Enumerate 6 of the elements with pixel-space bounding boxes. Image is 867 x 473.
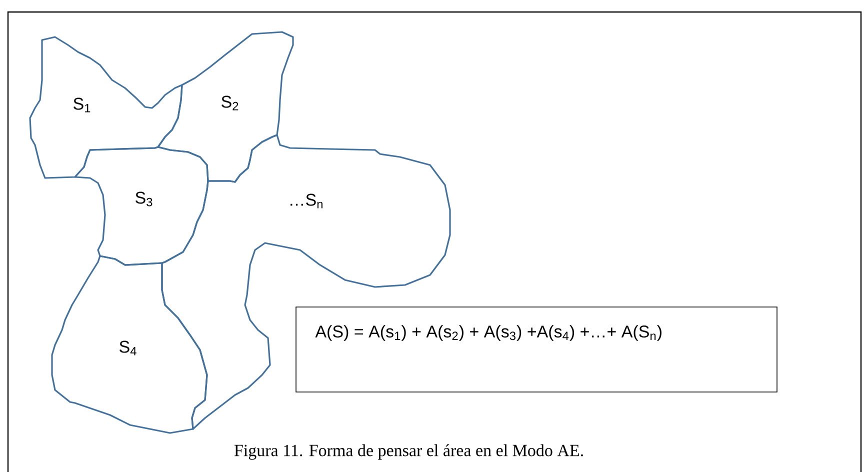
region: S$_{4}$ — [51, 255, 208, 434]
region: S$_{3}$ — [74, 146, 209, 266]
region: S$_{1}$ — [29, 36, 183, 179]
formula-box: A(S) = A(s$_{1}$) + A(s$_{2}$) + A(s$_{3}$) +A(s$_{4}$) +…+ A(S$_{n}$) — [296, 306, 778, 392]
region: S$_{2}$ — [157, 31, 294, 183]
caption: Figura 11. Forma de pensar el área en el Modo AE. — [234, 444, 583, 460]
